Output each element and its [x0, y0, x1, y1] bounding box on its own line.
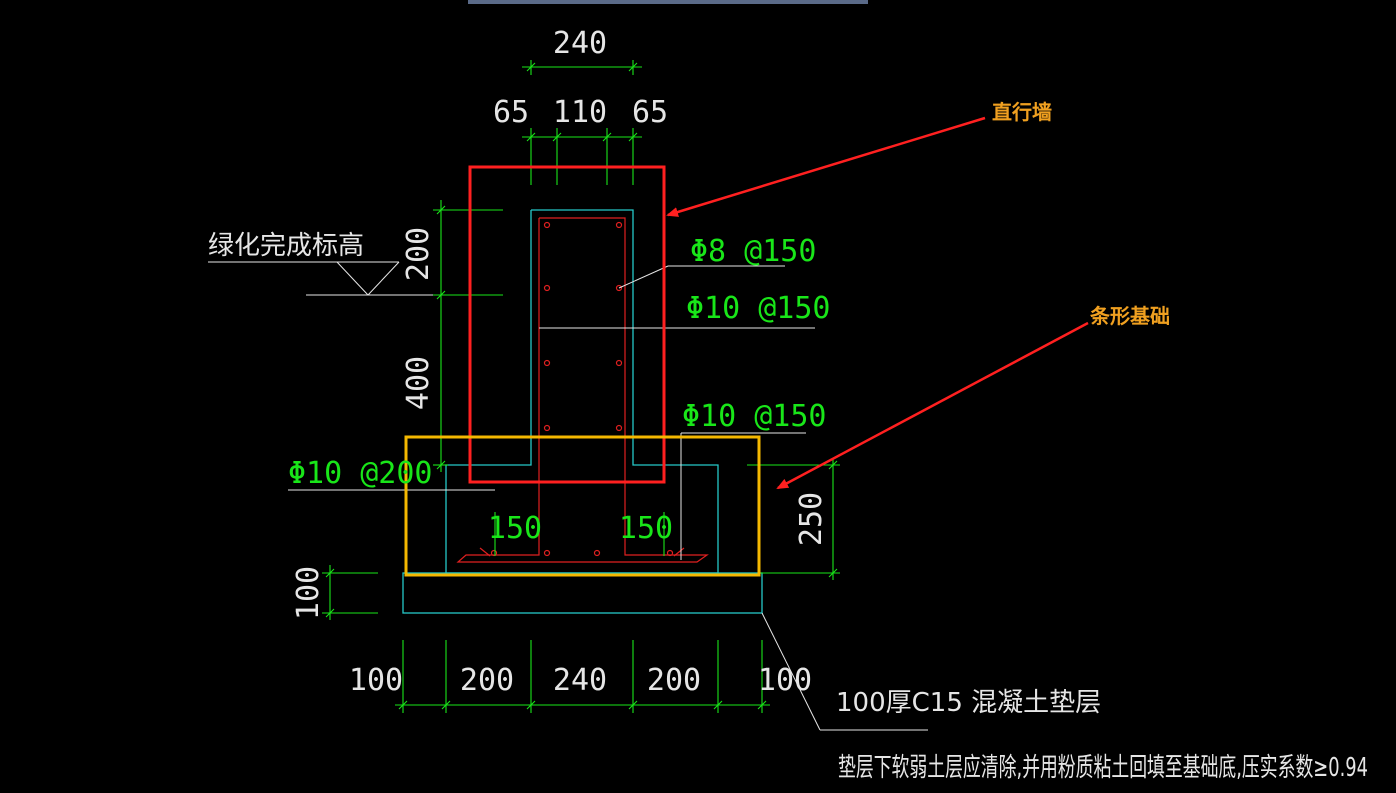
dim-top-mid: 110	[553, 95, 607, 130]
footing-annotation-label: 条形基础	[1090, 304, 1170, 328]
leader-lines	[208, 261, 928, 731]
dim-right-inner: 150	[619, 511, 673, 546]
wall-annotation-arrow	[666, 116, 986, 217]
dim-bottom-1: 100	[349, 663, 403, 698]
dimension-lines	[322, 60, 840, 713]
concrete-outline	[402, 209, 763, 614]
rebar-label-vertical: Φ10 @150	[686, 291, 831, 326]
footing-annotation-arrow	[776, 321, 1089, 490]
rebar-label-footing-bottom: Φ10 @200	[288, 456, 433, 491]
rebar-dots	[490, 221, 674, 557]
rebar-cage	[456, 217, 709, 563]
grade-level-label: 绿化完成标高	[208, 231, 364, 261]
soil-note: 垫层下软弱土层应清除,并用粉质粘土回填至基础底,压实系数≥0.94	[838, 753, 1368, 783]
rebar-label-footing-dowel: Φ10 @150	[682, 399, 827, 434]
dim-top-left: 65	[493, 95, 529, 130]
dim-top-total: 240	[553, 26, 607, 61]
pad-note: 100厚C15 混凝土垫层	[836, 688, 1101, 718]
dim-pad-height: 100	[291, 566, 326, 620]
dim-wall-lower: 400	[401, 356, 436, 410]
wall-highlight-box	[468, 165, 666, 484]
dim-footing-height: 250	[794, 492, 829, 546]
dim-top-right: 65	[632, 95, 668, 130]
rebar-label-stirrup: Φ8 @150	[690, 234, 816, 269]
top-toolbar-strip	[468, 0, 868, 4]
dim-bottom-3: 240	[553, 663, 607, 698]
wall-annotation-label: 直行墙	[992, 100, 1052, 124]
dim-bottom-4: 200	[647, 663, 701, 698]
dim-bottom-5: 100	[758, 663, 812, 698]
dim-bottom-2: 200	[460, 663, 514, 698]
dim-left-inner: 150	[488, 511, 542, 546]
footing-highlight-box	[404, 435, 761, 577]
dim-wall-upper: 200	[401, 227, 436, 281]
